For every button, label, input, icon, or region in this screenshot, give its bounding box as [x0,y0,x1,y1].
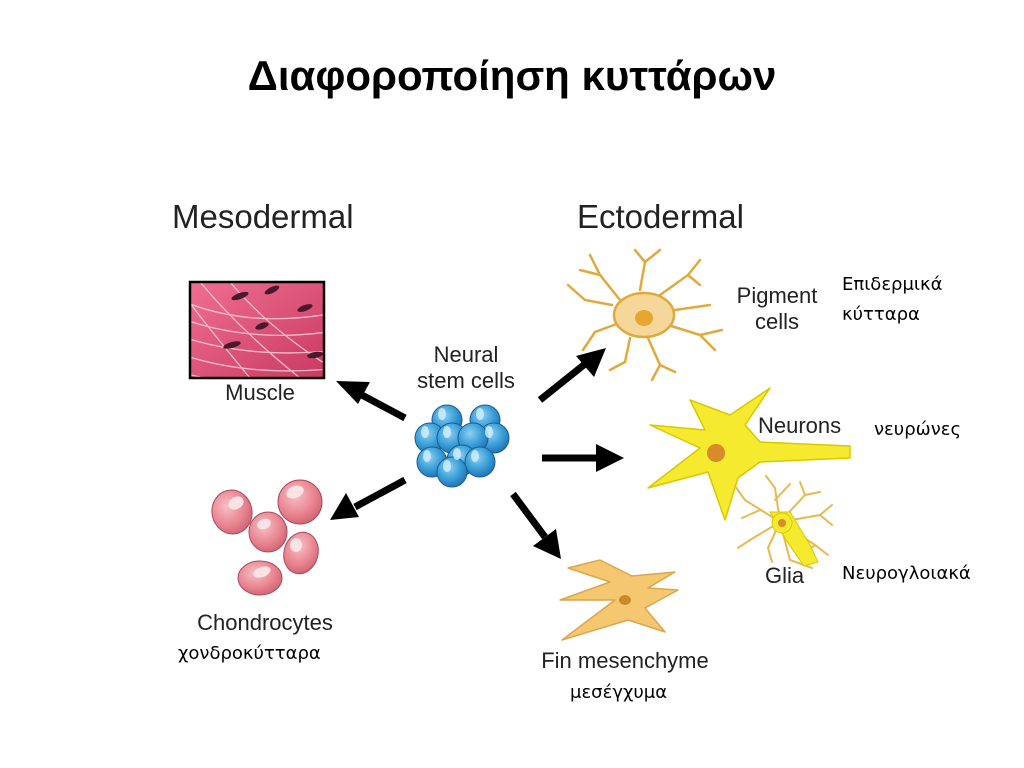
heading-ectodermal: Ectodermal [577,198,744,235]
glia-label: Glia [765,563,805,588]
neurons-greek-label: νευρώνες [874,419,962,440]
chondrocytes-label: Chondrocytes [197,610,333,635]
chondrocytes-greek-label: χονδροκύτταρα [178,643,321,664]
muscle-label: Muscle [225,380,295,405]
pigment-cells-greek-label: Επιδερμικά κύτταρα [842,270,943,330]
muscle-tissue-image [188,280,326,380]
neurons-label: Neurons [758,413,842,438]
pigment-cells-greek-line2: κύτταρα [842,304,920,325]
pigment-cells-label: Pigment cells [726,283,828,335]
pigment-cells-greek-line1: Επιδερμικά [842,274,943,295]
mesenchyme-label: Fin mesenchyme [541,648,709,673]
chondrocyte-cells [211,479,323,596]
pigment-cell [566,248,724,382]
arrows [330,348,624,559]
arrow-to-pigment-cells [537,348,606,403]
pigment-cells-label-line2: cells [754,309,799,334]
pigment-cells-label-line1: Pigment [736,283,818,308]
arrow-to-neurons [542,444,624,472]
mesenchyme-cell [559,559,679,641]
heading-mesodermal: Mesodermal [172,198,354,235]
stem-cells-label: Neural stem cells [416,342,516,394]
neuron-cell [647,387,851,521]
arrow-to-muscle [336,381,407,422]
arrow-to-chondrocytes [330,476,407,520]
glia-body [769,511,819,567]
stem-cell-cluster [414,404,510,488]
glia-greek-label: Νευρογλοιακά [842,563,971,584]
stem-cells-label-line2: stem cells [417,368,515,393]
mesenchyme-greek-label: μεσέγχυμα [570,682,668,703]
stem-cells-label-line1: Neural [433,342,499,367]
slide-title: Διαφοροποίηση κυττάρων [247,52,777,99]
arrow-to-mesenchyme [510,491,561,559]
